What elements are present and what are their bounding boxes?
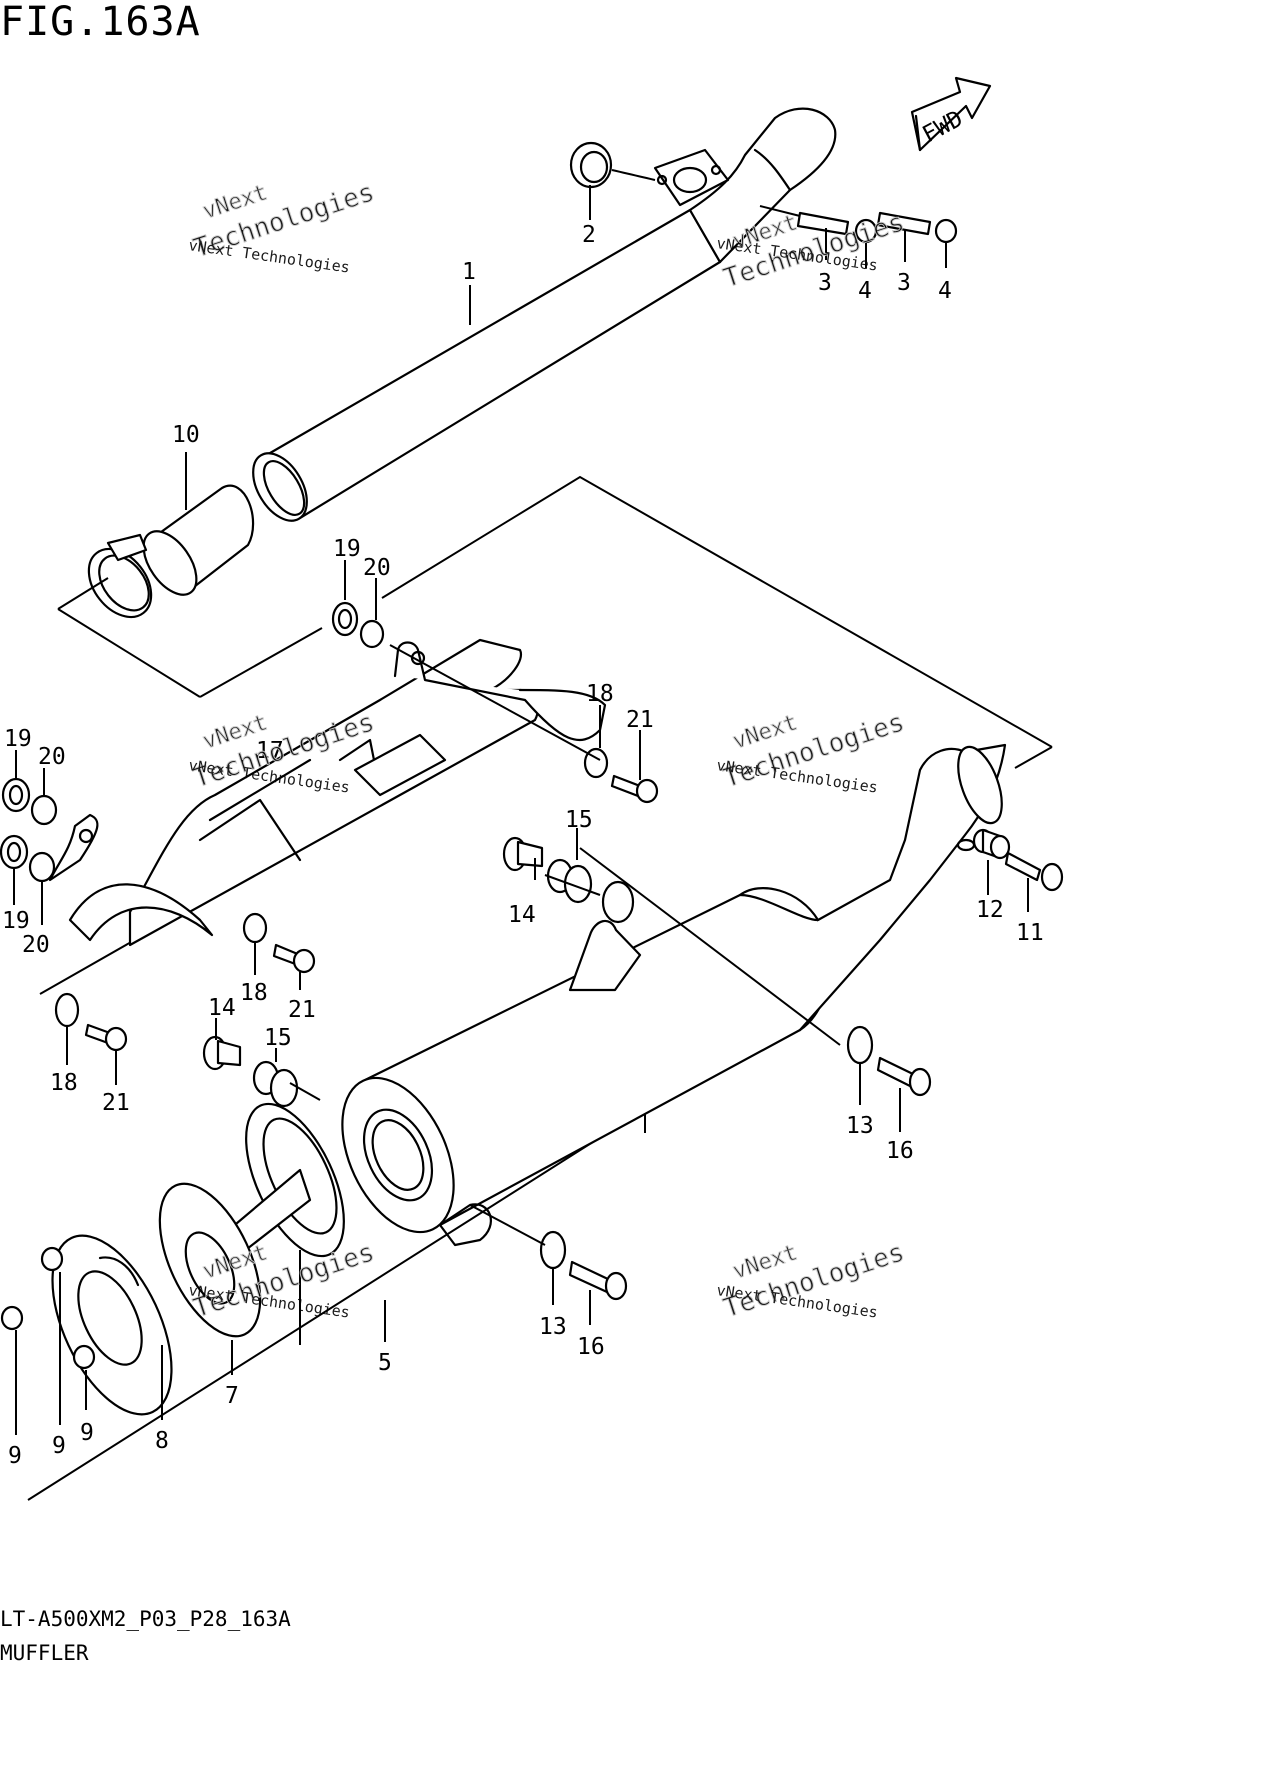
callout-20: 20	[363, 555, 391, 581]
heat-shield-part	[48, 638, 607, 947]
bushing-part	[252, 858, 593, 1108]
callout-7: 7	[225, 1383, 239, 1409]
callout-21: 21	[102, 1090, 130, 1116]
callout-1: 1	[462, 259, 476, 285]
callout-4: 4	[938, 278, 952, 304]
washer-part	[54, 747, 609, 1028]
exhaust-pipe-part	[252, 107, 837, 522]
callout-3: 3	[897, 270, 911, 296]
callout-15: 15	[565, 807, 593, 833]
callout-19: 19	[2, 908, 30, 934]
grommet-part	[0, 777, 58, 883]
callout-18: 18	[586, 681, 614, 707]
nut-part	[0, 1246, 96, 1370]
callout-12: 12	[976, 897, 1004, 923]
stud-bolt-part	[759, 205, 932, 236]
callout-16: 16	[886, 1138, 914, 1164]
spacer-part	[972, 828, 1011, 860]
muffler-part	[341, 743, 1007, 1247]
callout-20: 20	[38, 744, 66, 770]
callout-3: 3	[818, 270, 832, 296]
callout-4: 4	[858, 278, 872, 304]
connector-sleeve-part	[142, 484, 255, 596]
callout-9: 9	[8, 1443, 22, 1469]
callout-9: 9	[52, 1433, 66, 1459]
callout-13: 13	[846, 1113, 874, 1139]
figure-name: MUFFLER	[0, 1641, 89, 1665]
callout-21: 21	[288, 997, 316, 1023]
bolt-part	[84, 774, 659, 1052]
callout-13: 13	[539, 1314, 567, 1340]
callout-2: 2	[582, 222, 596, 248]
callout-15: 15	[264, 1025, 292, 1051]
bolt-part	[1004, 851, 1064, 892]
svg-text:vNext Technologies: vNext Technologies	[187, 236, 350, 276]
callout-20: 20	[22, 932, 50, 958]
clamp-part	[87, 533, 153, 619]
callout-8: 8	[155, 1428, 169, 1454]
end-cap-part	[51, 1234, 173, 1416]
tail-pipe-part	[158, 1102, 345, 1338]
callout-9: 9	[80, 1420, 94, 1446]
figure-title: FIG.163A	[0, 0, 201, 45]
washer-part	[539, 1025, 874, 1270]
collar-part	[202, 836, 544, 1071]
bolt-part	[568, 1056, 932, 1301]
callout-18: 18	[240, 980, 268, 1006]
callout-11: 11	[1016, 920, 1044, 946]
nut-part	[854, 218, 958, 244]
fwd-arrow-icon: FWD	[910, 76, 992, 152]
callout-14: 14	[208, 995, 236, 1021]
callout-17: 17	[256, 738, 284, 764]
callout-18: 18	[50, 1070, 78, 1096]
callout-21: 21	[626, 707, 654, 733]
grommet-part	[331, 601, 385, 649]
callout-5: 5	[378, 1350, 392, 1376]
gasket-part	[569, 141, 656, 189]
callout-16: 16	[577, 1334, 605, 1360]
callout-10: 10	[172, 422, 200, 448]
callout-19: 19	[333, 536, 361, 562]
assembly-outline	[57, 475, 1053, 769]
callout-14: 14	[508, 902, 536, 928]
callout-19: 19	[4, 726, 32, 752]
figure-code: LT-A500XM2_P03_P28_163A	[0, 1607, 291, 1631]
leader-lines	[13, 185, 1029, 1435]
